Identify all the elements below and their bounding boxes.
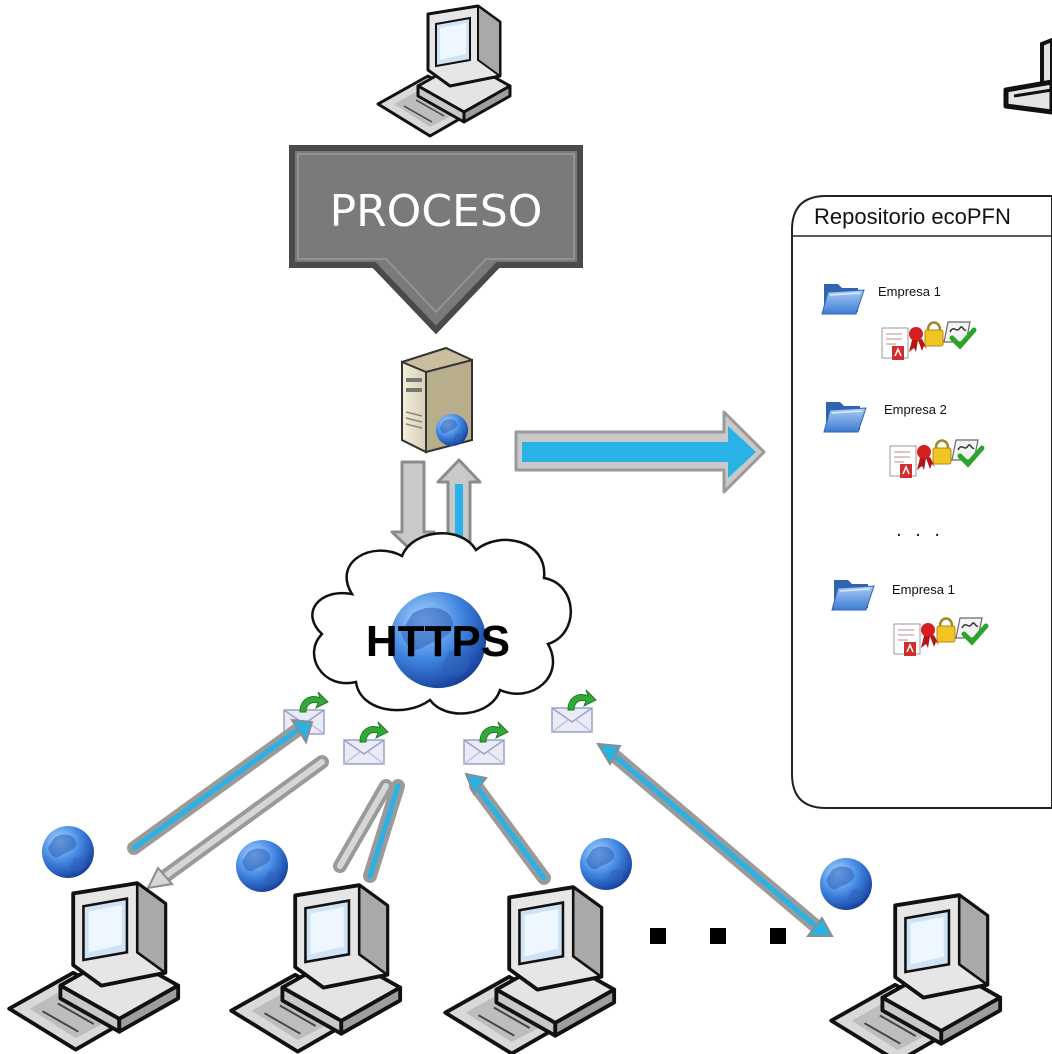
process-arrow: PROCESO: [289, 145, 583, 335]
company-label: Empresa 2: [884, 402, 947, 417]
globe-icon: [820, 858, 872, 910]
email-incoming-icon: [343, 721, 389, 765]
client-2-download-arrow: [333, 779, 393, 873]
https-label: HTTPS: [366, 617, 510, 666]
client-2-upload-arrow: [363, 779, 405, 883]
client-computer-2: [229, 883, 403, 1054]
cloud-to-server-arrow: [436, 458, 482, 554]
client-computer-1: [7, 881, 181, 1052]
client-3-bidirectional-arrow: [464, 772, 551, 885]
folder-icon: [831, 579, 875, 611]
email-incoming-icon: [463, 721, 509, 765]
repository-title: Repositorio ecoPFN: [814, 204, 1011, 229]
server-icon: [401, 346, 473, 454]
company-label: Empresa 1: [878, 284, 941, 299]
client-1-download-arrow: [146, 755, 329, 890]
client-1-upload-arrow: [127, 718, 314, 855]
globe-icon: [42, 826, 94, 878]
repository-panel: Repositorio ecoPFN Empresa 1 Empresa 2 .…: [791, 195, 1052, 809]
globe-icon: [580, 838, 632, 890]
folder-icon: [821, 283, 865, 315]
globe-icon: [236, 840, 288, 892]
more-clients-ellipsis: [650, 928, 786, 944]
server-to-repository-arrow: [514, 410, 766, 494]
folder-icon: [823, 401, 867, 433]
partial-computer-icon: [1003, 37, 1052, 115]
client-4-bidirectional-arrow: [596, 742, 834, 937]
top-computer-icon: [376, 4, 512, 138]
repository-ellipsis: . . .: [896, 519, 944, 541]
client-computer-4: [829, 893, 1003, 1054]
email-incoming-icon: [551, 689, 597, 733]
client-computer-3: [443, 885, 617, 1054]
process-label: PROCESO: [330, 186, 543, 237]
company-label: Empresa 1: [892, 582, 955, 597]
